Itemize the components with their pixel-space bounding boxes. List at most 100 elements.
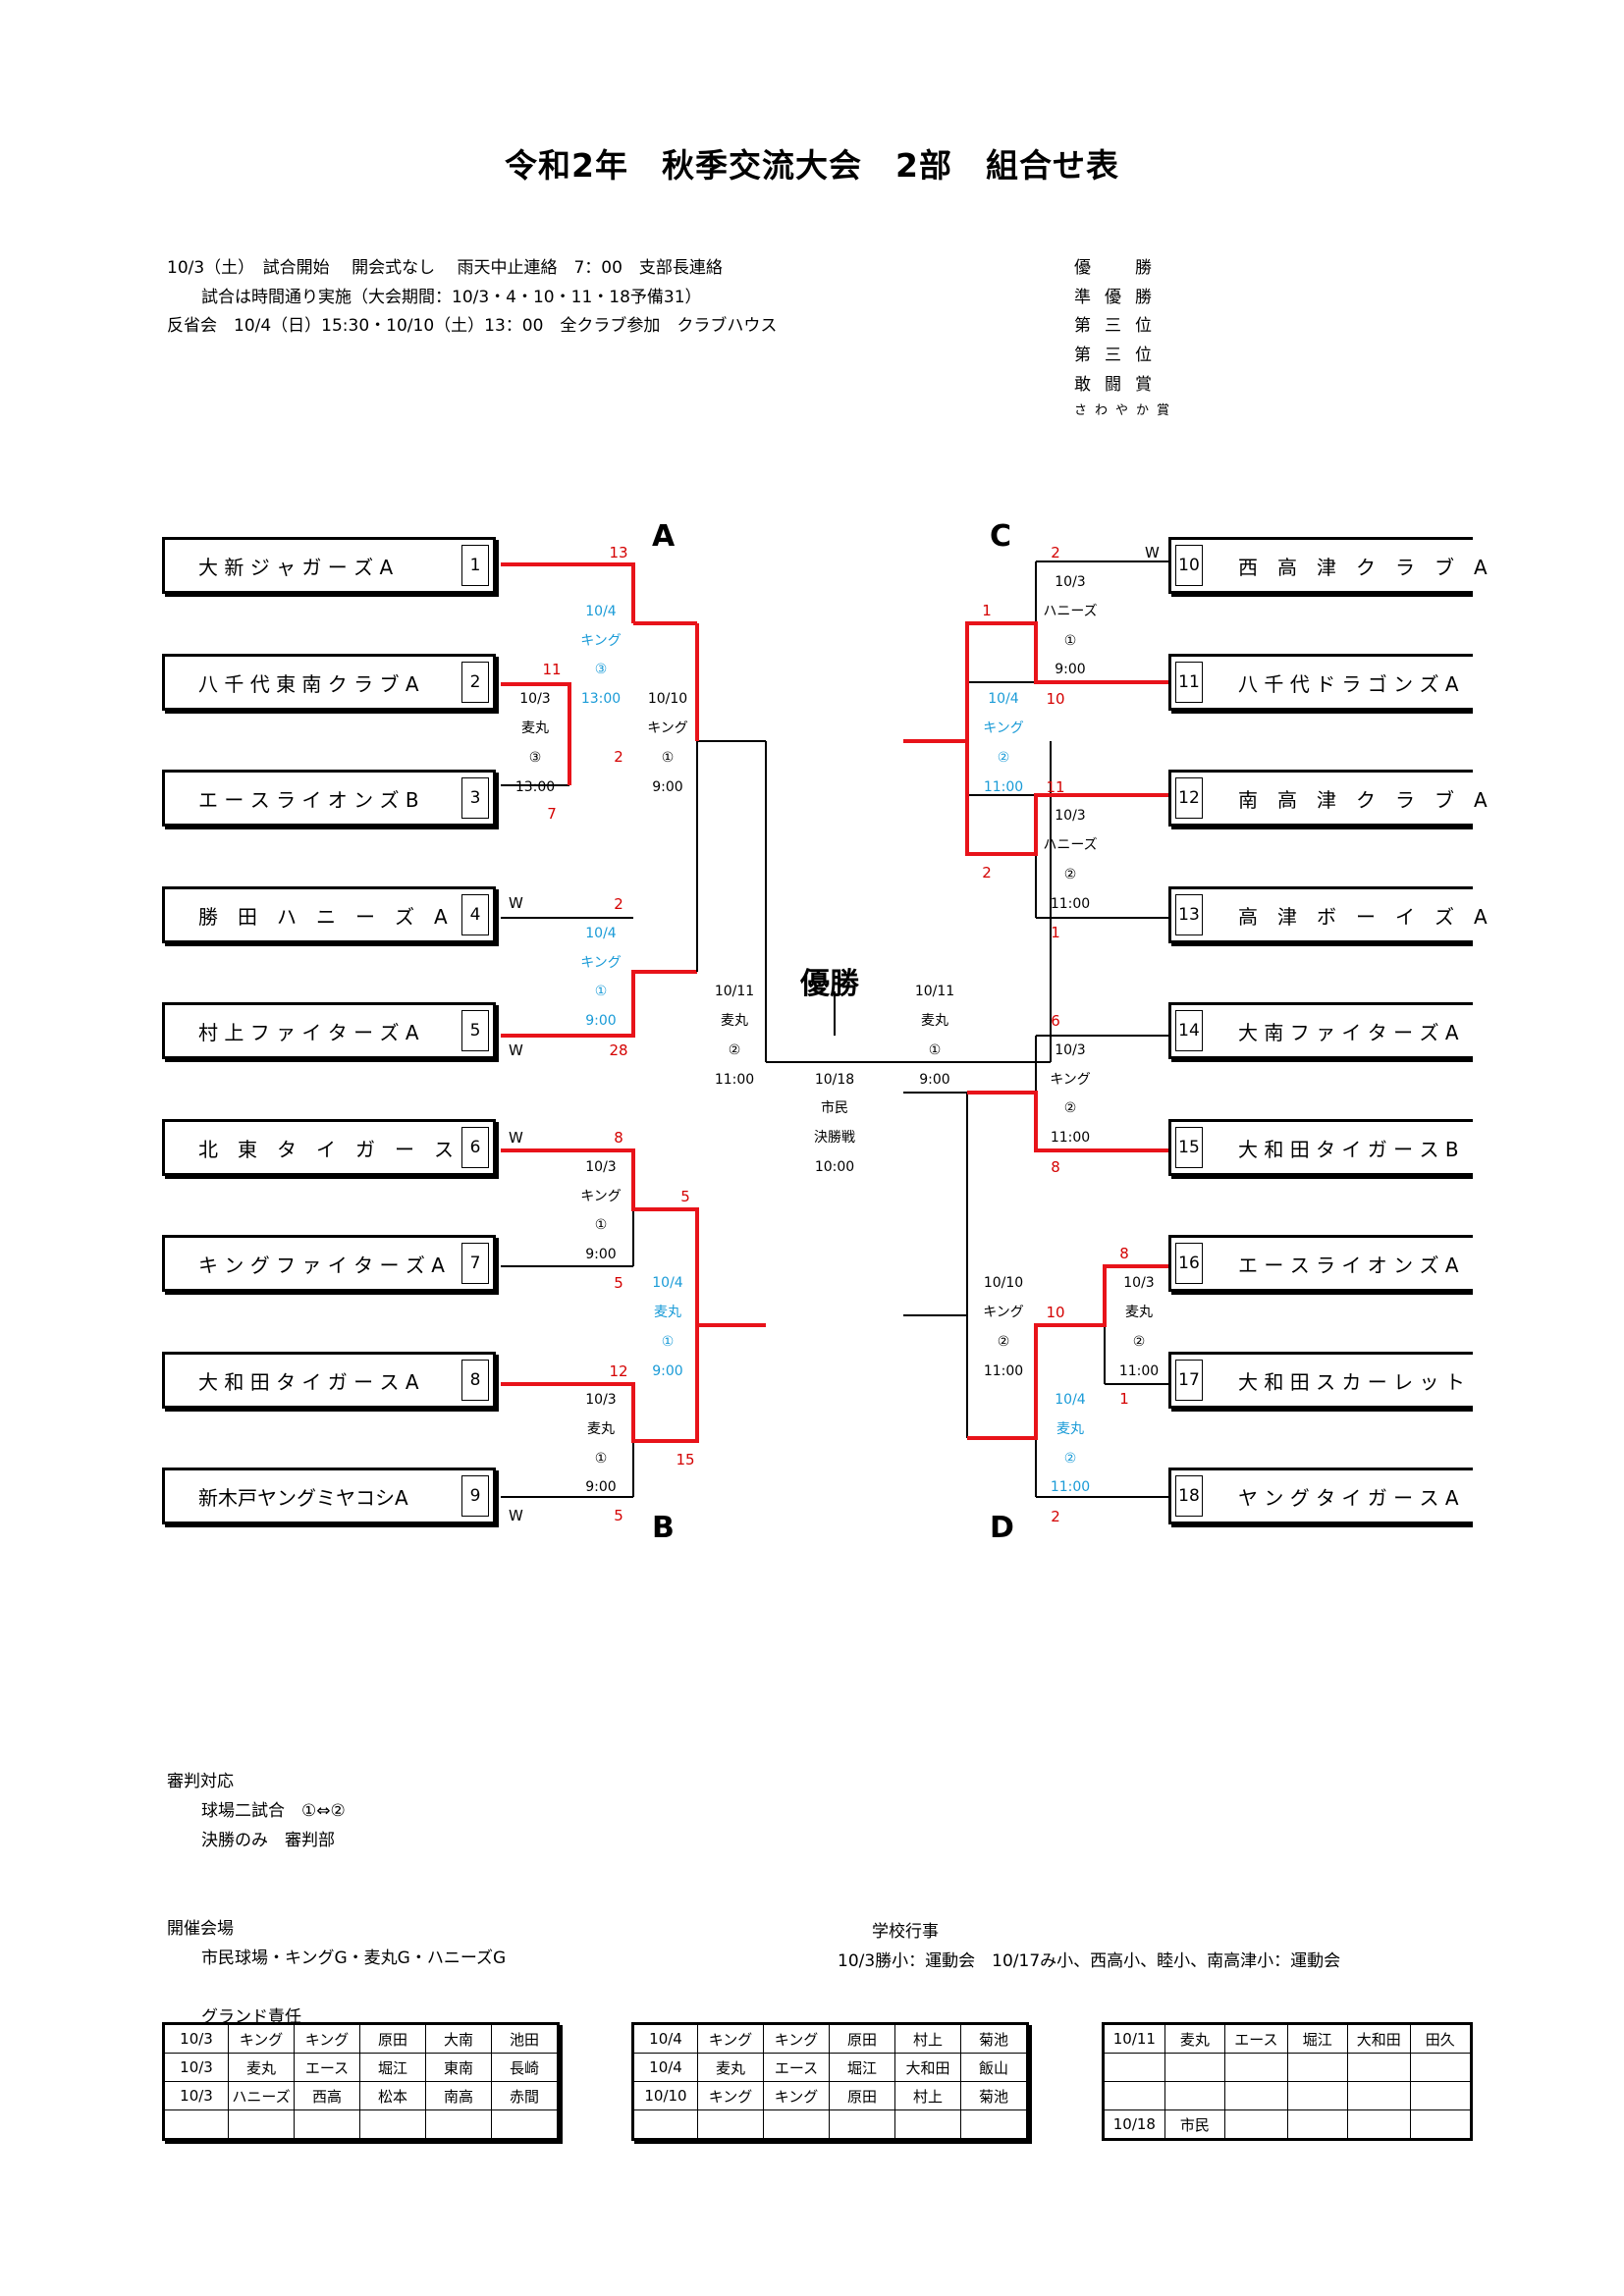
score: 11 — [1046, 778, 1065, 796]
team-number: 11 — [1175, 662, 1203, 703]
table-cell: 10/3 — [163, 2053, 229, 2082]
game-date: 10/3 — [585, 1392, 617, 1408]
table-cell: 10/18 — [1103, 2109, 1165, 2140]
table-cell — [163, 2109, 229, 2140]
team-slot-4: 勝 田 ハ ニ ー ズ A 4 — [162, 886, 496, 943]
game-date: 10/10 — [983, 1275, 1024, 1291]
score: 2 — [614, 895, 623, 913]
table-cell — [1286, 2081, 1348, 2110]
table-cell: 大南 — [425, 2023, 492, 2054]
game-venue: キング — [983, 721, 1024, 736]
table-cell: 南高 — [425, 2081, 492, 2110]
game-field: ② — [997, 1334, 1010, 1350]
game-field: ① — [594, 984, 608, 999]
game-time: 11:00 — [714, 1072, 755, 1088]
game-date: 10/3 — [1055, 574, 1086, 590]
table-cell: 松本 — [359, 2081, 426, 2110]
table-cell: 西高 — [294, 2081, 360, 2110]
game-venue: 麦丸 — [721, 1013, 748, 1029]
team-slot-10: 10 西 高 津 ク ラ ブ A — [1168, 537, 1488, 597]
game-time: 10:00 — [814, 1159, 855, 1175]
team-number: 10 — [1175, 545, 1203, 586]
game-time: 9:00 — [585, 1479, 617, 1495]
game-date: 10/3 — [1055, 1042, 1086, 1058]
game-field: ① — [661, 1334, 675, 1350]
score: 2 — [982, 864, 992, 881]
score: 1 — [982, 602, 992, 619]
game-field: ① — [1063, 633, 1077, 649]
score: 5 — [614, 1507, 623, 1524]
game-venue: 麦丸 — [921, 1013, 948, 1029]
game-date: 10/10 — [647, 691, 688, 707]
game-venue: キング — [983, 1305, 1024, 1320]
team-slot-18: 18 ヤ ン グ タ イ ガ ー ス A — [1168, 1468, 1473, 1527]
game-date: 10/4 — [988, 691, 1019, 707]
table-cell — [294, 2109, 360, 2140]
table-row: 10/3 ハニーズ 西高 松本 南高 赤間 — [163, 2081, 559, 2110]
team-shadow — [1171, 1176, 1473, 1179]
info-line-2: 試合は時間通り実施（大会期間：10/3・4・10・11・18予備31） — [201, 288, 702, 307]
team-number: 16 — [1175, 1243, 1203, 1284]
team-name: 八 千 代 ド ラ ゴ ン ズ A — [1238, 671, 1459, 696]
score: 8 — [1119, 1245, 1129, 1262]
table-cell — [894, 2109, 961, 2140]
team-name: 大 和 田 タ イ ガ ー ス A — [198, 1369, 419, 1394]
score: 5 — [614, 1274, 623, 1292]
table-cell — [1103, 2053, 1165, 2082]
score: 2 — [1051, 544, 1060, 561]
team-shadow — [1171, 594, 1473, 597]
table-cell: キング — [294, 2023, 360, 2054]
score: 2 — [614, 748, 623, 766]
game-venue: キング — [580, 633, 622, 649]
game-venue: 麦丸 — [1056, 1421, 1084, 1437]
table-cell: 飯山 — [960, 2053, 1028, 2082]
game-field: ① — [661, 750, 675, 766]
game-venue: ハニーズ — [1043, 604, 1098, 619]
game-venue: 麦丸 — [654, 1305, 681, 1320]
game-venue: キング — [580, 1189, 622, 1204]
team-number: 8 — [461, 1360, 489, 1401]
table-cell — [960, 2109, 1028, 2140]
table-cell — [1409, 2081, 1473, 2110]
game-venue: 市民 — [821, 1100, 848, 1116]
table-cell: 麦丸 — [1164, 2023, 1226, 2054]
team-shadow — [1171, 1524, 1473, 1527]
game-venue: 麦丸 — [587, 1421, 615, 1437]
team-shadow — [1171, 943, 1473, 946]
award-runner-up: 準優勝 — [1074, 288, 1165, 307]
game-venue: キング — [580, 955, 622, 971]
game-field: ② — [997, 750, 1010, 766]
team-name: 高 津 ボ ー イ ズ A — [1238, 904, 1488, 929]
game-field: 決勝戦 — [814, 1130, 855, 1146]
score: 8 — [1051, 1158, 1060, 1176]
table-cell — [763, 2109, 830, 2140]
table-cell — [1224, 2053, 1288, 2082]
team-name: 新木戸ヤングミヤコシA — [198, 1485, 408, 1510]
table-cell: キング — [763, 2081, 830, 2110]
team-name: 南 高 津 ク ラ ブ A — [1238, 787, 1488, 812]
table-cell — [1346, 2081, 1411, 2110]
score: 13 — [609, 544, 628, 561]
team-shadow — [1171, 1059, 1473, 1062]
team-slot-3: エ ー ス ラ イ オ ン ズ B 3 — [162, 770, 496, 827]
award-fair-play: さわやか賞 — [1074, 403, 1178, 418]
block-a-label: A — [652, 519, 676, 554]
table-cell: 長崎 — [491, 2053, 559, 2082]
table-cell — [1164, 2081, 1226, 2110]
referee-line-1: 球場二試合 ①⇔② — [201, 1801, 346, 1821]
table-cell: 10/4 — [632, 2053, 698, 2082]
team-name: 村 上 フ ァ イ タ ー ズ A — [198, 1020, 419, 1044]
table-cell: エース — [294, 2053, 360, 2082]
table-cell: ハニーズ — [228, 2081, 295, 2110]
team-number: 17 — [1175, 1360, 1203, 1401]
table-cell: 10/3 — [163, 2023, 229, 2054]
school-events-title: 学校行事 — [872, 1922, 939, 1942]
game-date: 10/18 — [814, 1072, 855, 1088]
table-cell: 市民 — [1164, 2109, 1226, 2140]
table-cell: エース — [763, 2053, 830, 2082]
team-name: 北 東 タ イ ガ ー ス A — [198, 1137, 487, 1161]
game-field: ① — [594, 1451, 608, 1467]
table-cell — [1346, 2109, 1411, 2140]
team-slot-1: 大 新 ジ ャ ガ ー ズ A 1 — [162, 537, 496, 594]
